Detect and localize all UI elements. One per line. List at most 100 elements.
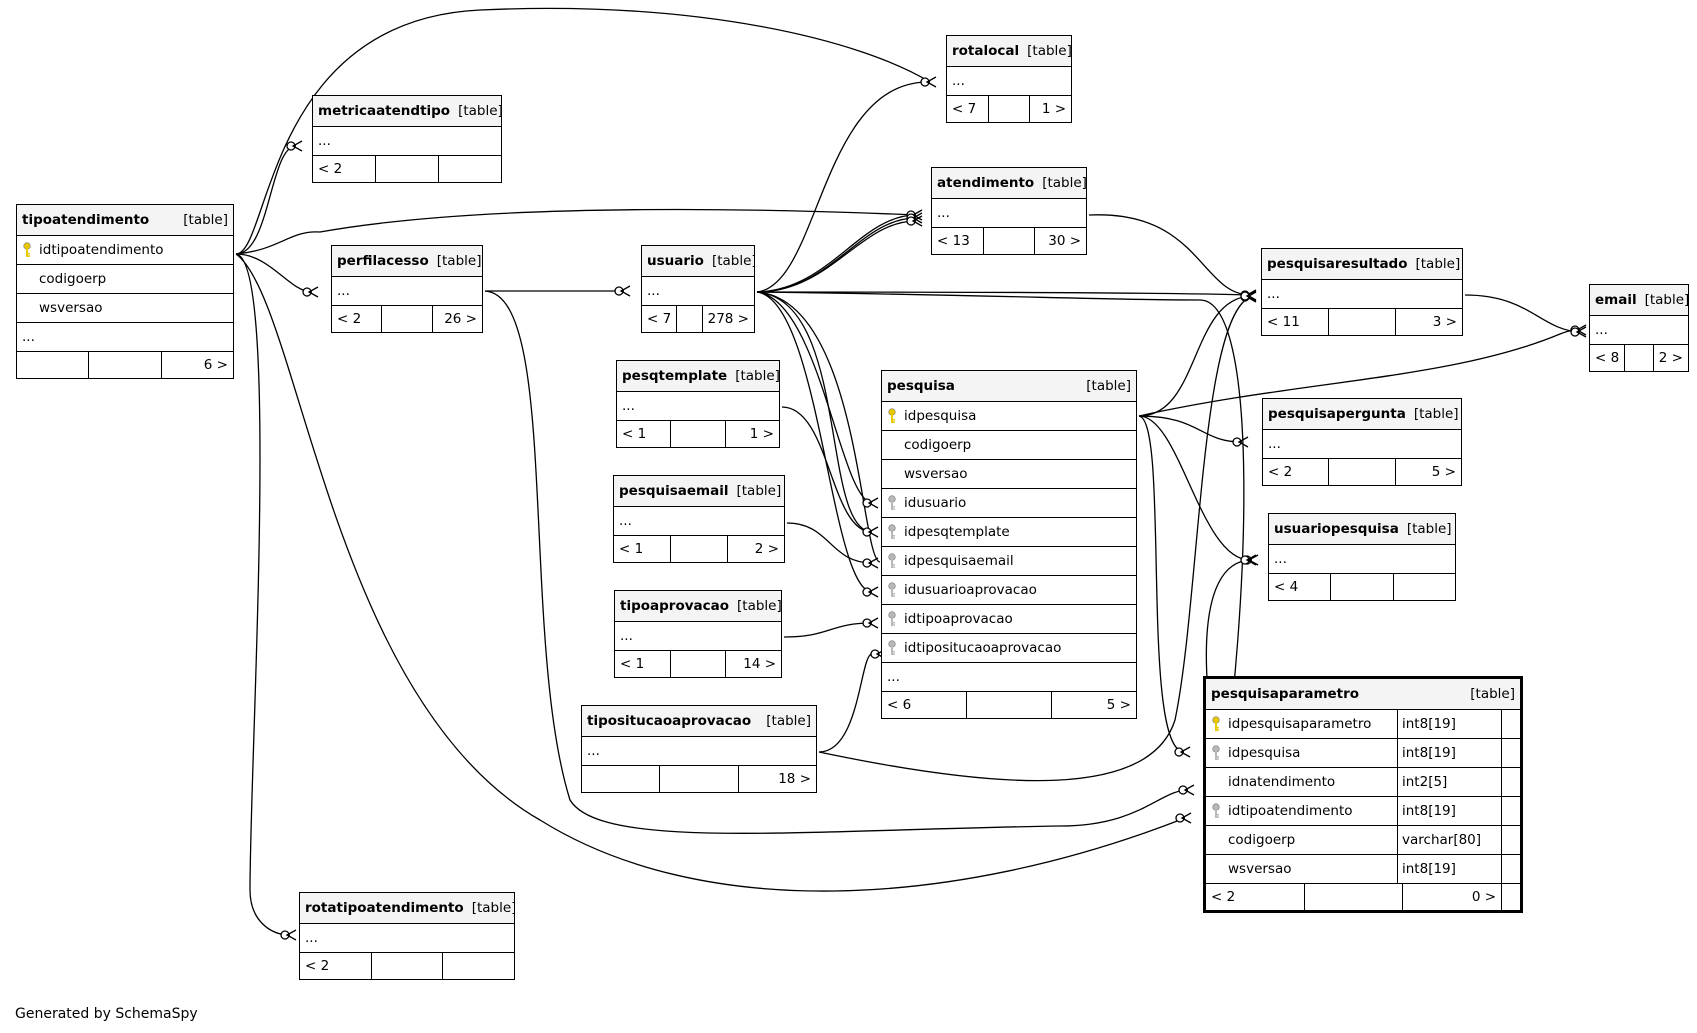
table-name: pesquisaresultado (1267, 256, 1408, 272)
table-footer: < 2 (313, 156, 501, 182)
table-usuariopesquisa[interactable]: usuariopesquisa[table]...< 4 (1268, 513, 1456, 601)
column-row[interactable]: idtipositucaoaprovacao (882, 634, 1136, 663)
children-count[interactable]: 5 > (1394, 459, 1461, 485)
children-count[interactable]: 6 > (160, 352, 233, 378)
children-count[interactable]: 3 > (1395, 309, 1462, 335)
table-header[interactable]: tipositucaoaprovacao[table] (582, 706, 816, 737)
children-count[interactable]: 5 > (1051, 692, 1136, 718)
table-header[interactable]: rotalocal[table] (947, 36, 1071, 67)
table-header[interactable]: atendimento[table] (932, 168, 1086, 199)
parents-count[interactable]: < 13 (937, 233, 970, 249)
optional-marker (614, 286, 624, 296)
table-header[interactable]: metricaatendtipo[table] (313, 96, 501, 127)
parents-count[interactable]: < 2 (318, 161, 343, 177)
column-row[interactable]: wsversao (882, 460, 1136, 489)
table-header[interactable]: pesquisaemail[table] (614, 476, 784, 507)
parents-count[interactable]: < 8 (1595, 350, 1620, 366)
footer-middle (659, 766, 737, 792)
children-count[interactable] (442, 953, 514, 979)
parents-count[interactable]: < 6 (887, 697, 912, 713)
children-count[interactable]: 30 > (1034, 228, 1086, 254)
parents-count[interactable]: < 2 (337, 311, 362, 327)
children-count[interactable]: 26 > (431, 306, 482, 332)
table-header[interactable]: pesqtemplate[table] (617, 361, 779, 392)
footer-middle (88, 352, 160, 378)
table-header[interactable]: pesquisa[table] (882, 371, 1136, 402)
parents-count[interactable]: < 7 (952, 101, 977, 117)
column-row[interactable]: idtipoaprovacao (882, 605, 1136, 634)
table-header[interactable]: tipoaprovacao[table] (615, 591, 781, 622)
table-pesqtemplate[interactable]: pesqtemplate[table]... < 1 1 > (616, 360, 780, 448)
more-columns-ellipsis: ... (615, 622, 781, 651)
parents-count[interactable]: < 4 (1274, 579, 1299, 595)
column-row[interactable]: idusuario (882, 489, 1136, 518)
table-header[interactable]: email[table] (1590, 285, 1688, 316)
children-count[interactable] (1392, 574, 1455, 600)
table-email[interactable]: email[table]... < 8 2 > (1589, 284, 1689, 372)
column-row[interactable]: idpesquisaemail (882, 547, 1136, 576)
column-row[interactable]: codigoerp (17, 265, 233, 294)
table-header[interactable]: pesquisaresultado[table] (1262, 249, 1462, 280)
relationship-line (783, 622, 873, 638)
children-count[interactable]: 2 > (727, 536, 784, 562)
column-row[interactable]: wsversao (17, 294, 233, 323)
children-count[interactable] (438, 156, 501, 182)
parents-count[interactable]: < 2 (1211, 889, 1236, 905)
table-type: [table] (711, 253, 754, 269)
relationship-line (291, 140, 303, 152)
parents-count[interactable] (17, 352, 88, 378)
table-rotatipoatendimento[interactable]: rotatipoatendimento[table]...< 2 (299, 892, 515, 980)
table-header[interactable]: perfilacesso[table] (332, 246, 482, 277)
children-count[interactable]: 0 > (1402, 884, 1501, 910)
parents-count[interactable]: < 1 (619, 541, 644, 557)
column-row[interactable]: idtipoatendimento (17, 236, 233, 265)
parents-count[interactable]: < 11 (1267, 314, 1300, 330)
parents-count[interactable]: < 2 (305, 958, 330, 974)
children-count[interactable]: 14 > (725, 651, 781, 677)
relationship-line (235, 253, 313, 293)
table-header[interactable]: rotatipoatendimento[table] (300, 893, 514, 924)
table-header[interactable]: tipoatendimento[table] (17, 205, 233, 236)
parents-count[interactable]: < 7 (647, 311, 672, 327)
children-count[interactable]: 1 > (1029, 96, 1071, 122)
children-count[interactable]: 2 > (1652, 345, 1688, 371)
children-count[interactable]: 278 > (701, 306, 754, 332)
children-count[interactable]: 18 > (737, 766, 816, 792)
table-pesquisaparametro[interactable]: pesquisaparametro[table]idpesquisaparame… (1203, 676, 1523, 913)
column-row[interactable]: idpesqtemplate (882, 518, 1136, 547)
column-row[interactable]: idusuarioaprovacao (882, 576, 1136, 605)
column-row[interactable]: idpesquisa (882, 402, 1136, 431)
table-header[interactable]: usuariopesquisa[table] (1269, 514, 1455, 545)
parents-count[interactable] (582, 766, 659, 792)
more-columns-ellipsis: ... (617, 392, 779, 421)
table-tipoaprovacao[interactable]: tipoaprovacao[table]... < 1 14 > (614, 590, 782, 678)
more-columns-ellipsis: ... (1590, 316, 1688, 345)
parents-count[interactable]: < 1 (622, 426, 647, 442)
table-header[interactable]: pesquisaparametro[table] (1206, 679, 1520, 710)
optional-marker (862, 558, 872, 568)
children-count[interactable]: 1 > (724, 421, 779, 447)
table-tipositucaoaprovacao[interactable]: tipositucaoaprovacao[table]...18 > (581, 705, 817, 793)
column-row[interactable]: codigoerp (882, 431, 1136, 460)
parents-count[interactable]: < 2 (1268, 464, 1293, 480)
table-header[interactable]: usuario[table] (642, 246, 754, 277)
table-header[interactable]: pesquisapergunta[table] (1263, 399, 1461, 430)
column-type: int8[19] (1397, 710, 1501, 738)
parents-count[interactable]: < 1 (620, 656, 645, 672)
table-metricaatendtipo[interactable]: metricaatendtipo[table]...< 2 (312, 95, 502, 183)
